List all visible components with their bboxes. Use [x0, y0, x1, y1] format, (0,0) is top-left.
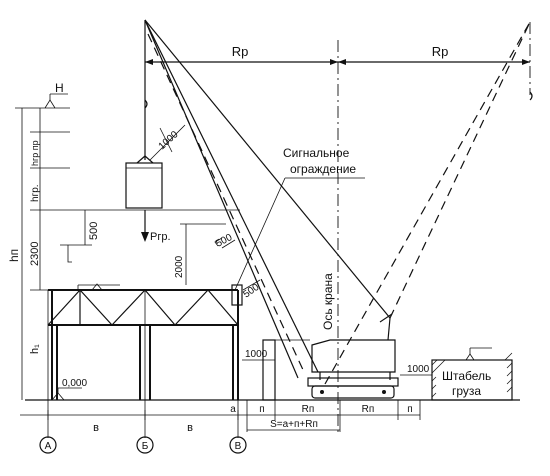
formula-s: S=а+п+Rп	[270, 419, 318, 430]
axis-label-a: А	[45, 441, 52, 452]
label-1000-left: 1000	[245, 349, 268, 360]
label-h1: h₁	[29, 344, 41, 354]
axis-label-b: Б	[142, 441, 149, 452]
axis-bubble-b: Б	[136, 436, 154, 454]
label-h-p: hп	[7, 249, 21, 262]
label-2000: 2000	[174, 255, 185, 278]
label-cargo-stack-1: Штабель	[442, 369, 491, 383]
dim-p-2: п	[407, 404, 412, 415]
label-p-gr: Pгр.	[150, 231, 171, 243]
left-dimension-ticks	[15, 107, 240, 291]
boom-pendant	[144, 19, 391, 319]
dim-v-2: в	[187, 422, 193, 434]
stack-level-marker	[465, 353, 475, 361]
axis-bubble-a: А	[39, 436, 57, 454]
label-0000: 0,000	[62, 378, 87, 389]
label-500-mid: 500	[214, 232, 234, 250]
cargo-stack	[431, 352, 513, 401]
label-crane-axis: Ось крана	[321, 273, 335, 330]
axis-bubble-v: В	[229, 436, 247, 454]
label-500-left: 500	[88, 222, 100, 240]
signal-fence-leader	[234, 177, 286, 291]
crane-body	[307, 313, 399, 399]
hook-right	[529, 91, 533, 101]
boom-max-position	[324, 21, 531, 385]
dim-rn-2: Rп	[362, 404, 375, 415]
label-h: H	[55, 81, 64, 95]
dim-a: а	[230, 404, 236, 415]
label-1000-right: 1000	[407, 364, 430, 375]
dim-v-1: в	[93, 422, 99, 434]
axis-label-v: В	[235, 441, 242, 452]
label-500-right: 500	[241, 282, 261, 301]
label-rp-left: Rр	[232, 44, 249, 59]
boom-pendant-max	[389, 21, 531, 319]
dim-rn-1: Rп	[302, 404, 315, 415]
label-h-gr: hгр.	[30, 184, 41, 202]
label-rp-right: Rр	[432, 44, 449, 59]
label-cargo-stack-2: груза	[452, 384, 481, 398]
bottom-dimension-ticks	[47, 400, 421, 432]
label-signal-fence-2: ограждение	[290, 162, 356, 176]
cargo-load	[125, 162, 163, 209]
h-marker	[44, 99, 56, 109]
crane-boom	[144, 19, 319, 379]
label-signal-fence-1: Сигнальное	[283, 146, 350, 160]
crane-left-outrigger	[262, 339, 276, 401]
label-h-gr-pr: hгр пр	[30, 140, 40, 166]
dim-p-1: п	[259, 404, 264, 415]
building-frame	[47, 289, 239, 400]
roof-level-marker	[91, 283, 103, 291]
hook-left	[144, 99, 148, 109]
label-2300: 2300	[29, 242, 41, 266]
